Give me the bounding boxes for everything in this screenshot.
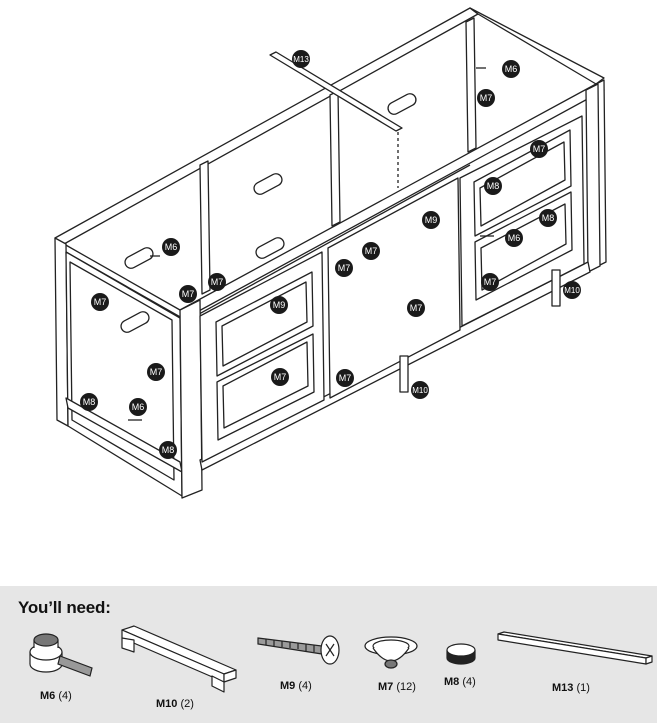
bar-icon (497, 631, 653, 665)
callout-label: M7 (365, 246, 378, 256)
callout-m10: M10 (411, 381, 429, 399)
callout-m7: M7 (335, 259, 353, 277)
callout-label: M7 (182, 289, 195, 299)
part-code: M10 (156, 698, 178, 710)
part-code: M13 (552, 682, 574, 694)
screw-icon (257, 635, 340, 665)
cabinet-frame (54, 7, 607, 499)
callout-m6: M6 (129, 398, 147, 416)
callout-m8: M8 (484, 177, 502, 195)
callout-m7: M7 (208, 273, 226, 291)
cap-icon (446, 643, 476, 665)
callout-label: M7 (339, 373, 352, 383)
part-label-m6: M6 (4) (40, 690, 72, 702)
callout-m13: M13 (292, 50, 310, 68)
part-qty: (1) (576, 682, 590, 694)
leveling-foot-icon (29, 633, 93, 677)
part-label-m9: M9 (4) (280, 680, 312, 692)
part-qty: (4) (462, 676, 476, 688)
part-qty: (4) (58, 690, 72, 702)
callout-label: M8 (487, 181, 500, 191)
part-label-m13: M13 (1) (552, 682, 590, 694)
parts-title: You’ll need: (18, 598, 111, 617)
callout-m7: M7 (477, 89, 495, 107)
callout-m8: M8 (159, 441, 177, 459)
assembly-diagram: M13 M6 M7 M7 M8 M8 M9 M6 M7 M10 M6 (54, 7, 607, 499)
callout-m7: M7 (407, 299, 425, 317)
cam-lock-icon (364, 636, 418, 669)
callout-label: M8 (83, 397, 96, 407)
callout-label: M7 (150, 367, 163, 377)
parts-panel: You’ll need: M6 (4) M10 (2) (0, 586, 657, 723)
callout-m7: M7 (336, 369, 354, 387)
callout-label: M7 (94, 297, 107, 307)
callout-m7: M7 (362, 242, 380, 260)
part-qty: (2) (180, 698, 194, 710)
callout-m7: M7 (179, 285, 197, 303)
callout-label: M6 (132, 402, 145, 412)
callout-label: M9 (425, 215, 438, 225)
callout-label: M13 (293, 55, 309, 64)
callout-m8: M8 (539, 209, 557, 227)
callout-label: M7 (533, 144, 546, 154)
callout-label: M6 (505, 64, 518, 74)
callout-label: M6 (508, 233, 521, 243)
part-qty: (12) (396, 681, 416, 693)
callout-label: M9 (273, 300, 286, 310)
callout-label: M8 (162, 445, 175, 455)
part-label-m8: M8 (4) (444, 676, 476, 688)
callout-m7: M7 (481, 273, 499, 291)
part-code: M9 (280, 680, 296, 692)
callout-m10: M10 (563, 281, 581, 299)
part-label-m7: M7 (12) (378, 681, 416, 693)
callout-m7: M7 (271, 368, 289, 386)
part-code: M7 (378, 681, 394, 693)
part-code: M8 (444, 676, 460, 688)
part-qty: (4) (298, 680, 312, 692)
callout-label: M10 (564, 286, 580, 295)
callout-m9: M9 (422, 211, 440, 229)
callout-m6: M6 (162, 238, 180, 256)
callout-m7: M7 (91, 293, 109, 311)
callout-label: M6 (165, 242, 178, 252)
callout-label: M7 (338, 263, 351, 273)
part-code: M6 (40, 690, 56, 702)
callout-label: M7 (484, 277, 497, 287)
callout-m6: M6 (502, 60, 520, 78)
handle-icon (121, 625, 237, 693)
callout-m9: M9 (270, 296, 288, 314)
callout-label: M7 (480, 93, 493, 103)
callout-m6: M6 (505, 229, 523, 247)
part-label-m10: M10 (2) (156, 698, 194, 710)
callout-m7: M7 (147, 363, 165, 381)
callout-m7: M7 (530, 140, 548, 158)
callout-label: M7 (211, 277, 224, 287)
callout-m8: M8 (80, 393, 98, 411)
callout-label: M7 (274, 372, 287, 382)
callout-label: M8 (542, 213, 555, 223)
callout-label: M7 (410, 303, 423, 313)
callout-label: M10 (412, 386, 428, 395)
